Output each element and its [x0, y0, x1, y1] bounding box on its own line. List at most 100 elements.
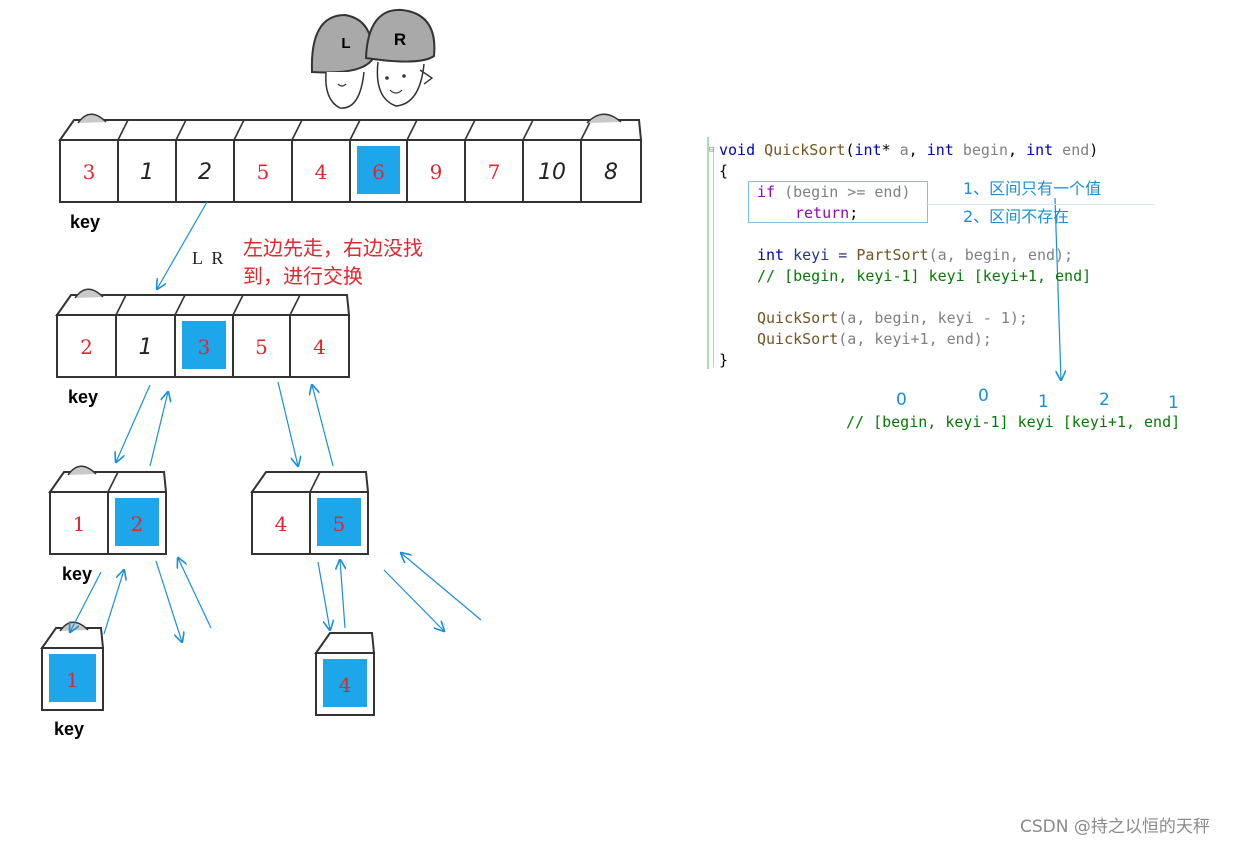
key-highlight	[323, 659, 367, 707]
row-handle-left	[77, 113, 107, 124]
note-line-1: 左边先走，右边没找	[243, 236, 423, 260]
row-top-divider	[115, 294, 127, 316]
key-label-level3: key	[62, 564, 92, 584]
recursion-arrows	[70, 197, 1061, 642]
if-highlight-box	[748, 181, 928, 223]
lr-characters-illustration: L R	[310, 8, 436, 109]
code-gutter-line	[713, 149, 714, 367]
code-keyi: int keyi = PartSort(a, begin, end);	[757, 246, 1074, 264]
cell-value: 2	[80, 335, 93, 359]
row-top-face	[314, 632, 376, 654]
row-top-divider	[175, 119, 187, 141]
row-top-face	[48, 471, 168, 493]
csdn-watermark: CSDN @持之以恒的天秤	[1020, 817, 1210, 837]
note-interval-empty: 2、区间不存在	[963, 207, 1070, 226]
row-top-face	[55, 294, 351, 316]
array-cell	[117, 139, 177, 203]
cell-value: 1	[66, 668, 79, 692]
array-cell	[522, 139, 582, 203]
interval-comment: // [begin, keyi-1] keyi [keyi+1, end]	[846, 413, 1181, 431]
cell-value: 2	[198, 160, 212, 185]
cell-value: 9	[430, 160, 443, 184]
interval-number-4: 2	[1099, 390, 1110, 410]
cell-value: 3	[83, 160, 96, 184]
code-signature: void QuickSort(int* a, int begin, int en…	[719, 141, 1099, 159]
code-open-brace: {	[719, 162, 729, 180]
cell-value: 7	[488, 160, 501, 184]
row-top-divider	[117, 119, 129, 141]
array-cell	[289, 314, 350, 378]
row-top-divider	[349, 119, 361, 141]
row-top-divider	[522, 119, 534, 141]
cell-value: 2	[131, 512, 144, 536]
key-highlight	[115, 498, 159, 546]
cell-value: 1	[140, 160, 154, 185]
cell-value: 1	[139, 335, 153, 360]
array-cell	[232, 314, 291, 378]
row-top-divider	[580, 119, 592, 141]
array-row-level2: 2 1 3 5 4	[55, 288, 351, 378]
key-label-level4: key	[54, 719, 84, 739]
row-top-face	[40, 627, 105, 649]
row-handle-right	[586, 113, 622, 124]
pointer-label: L R	[192, 248, 223, 268]
code-if: if (begin >= end)	[757, 183, 911, 201]
array-cell	[406, 139, 466, 203]
code-return: return;	[795, 204, 859, 222]
row-top-face	[250, 471, 370, 493]
code-gutter	[707, 137, 709, 369]
note-left-first: 左边先走，右边没找 到，进行交换	[243, 234, 423, 290]
row-top-divider	[464, 119, 476, 141]
row-top-face	[58, 119, 643, 141]
cell-value: 4	[313, 335, 326, 359]
row-top-divider	[309, 471, 321, 493]
key-highlight	[317, 498, 361, 546]
cell-value: 10	[538, 160, 566, 185]
key-highlight	[357, 146, 400, 194]
array-cell	[233, 139, 293, 203]
row-handle-left	[74, 288, 104, 299]
array-cell	[59, 139, 119, 203]
array-row-level4-left: 1	[40, 621, 105, 711]
array-cell	[580, 139, 642, 203]
array-row-level4-right: 4	[314, 632, 376, 716]
cell-value: 6	[372, 160, 385, 184]
row-top-divider	[233, 119, 245, 141]
note-line-2: 到，进行交换	[243, 264, 363, 288]
cell-value: 4	[339, 673, 352, 697]
row-top-divider	[232, 294, 244, 316]
char-l-label: L	[341, 35, 350, 52]
code-close-brace: }	[719, 351, 729, 369]
interval-number-1: 0	[896, 390, 907, 410]
note-single-value: 1、区间只有一个值	[963, 179, 1102, 198]
row-top-divider	[406, 119, 418, 141]
highlight-guide-line	[926, 204, 1154, 205]
code-panel: ⊟ void QuickSort(int* a, int begin, int …	[705, 137, 1165, 372]
key-label-level2: key	[68, 387, 98, 407]
cell-value: 4	[275, 512, 288, 536]
cell-value: 5	[255, 335, 268, 359]
key-highlight	[182, 321, 226, 369]
array-cell	[56, 314, 117, 378]
row-handle-left	[67, 465, 97, 476]
char-r-label: R	[394, 30, 406, 49]
array-cell	[49, 491, 109, 555]
code-recurse-right: QuickSort(a, keyi+1, end);	[757, 330, 992, 348]
cell-value: 3	[198, 335, 211, 359]
key-label-top: key	[70, 212, 100, 232]
row-top-divider	[289, 294, 301, 316]
code-recurse-left: QuickSort(a, begin, keyi - 1);	[757, 309, 1028, 327]
row-top-divider	[107, 471, 119, 493]
interval-number-5: 1	[1168, 393, 1179, 413]
cell-value: 5	[333, 512, 346, 536]
cell-value: 8	[604, 160, 618, 185]
cell-value: 1	[73, 512, 86, 536]
row-top-divider	[291, 119, 303, 141]
interval-number-3: 1	[1038, 392, 1049, 412]
interval-number-2: 0	[978, 386, 989, 406]
row-top-divider	[174, 294, 186, 316]
